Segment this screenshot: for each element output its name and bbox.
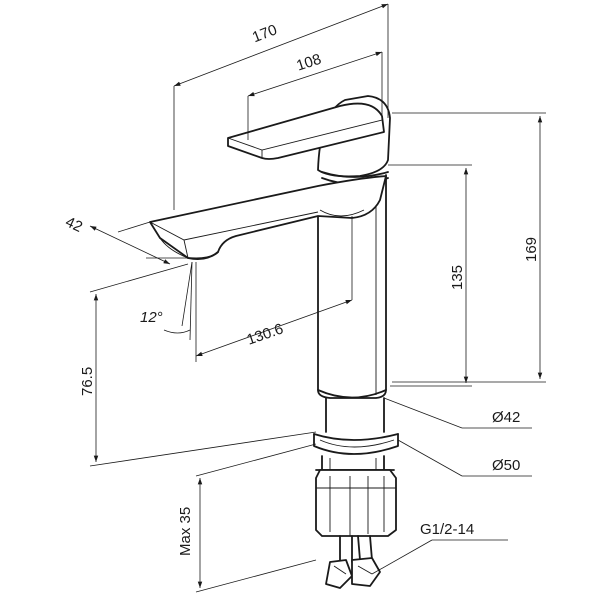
faucet-outline <box>149 95 399 589</box>
dim-body-height: 135 <box>449 265 466 290</box>
dim-max-deck-thickness: Max 35 <box>177 507 194 556</box>
dim-spout-reach: 130.6 <box>245 320 286 348</box>
dim-overall-length: 170 <box>250 21 279 46</box>
dim-body-diameter: Ø42 <box>492 409 520 426</box>
dim-connection-thread: G1/2-14 <box>420 521 474 538</box>
dim-handle-length: 108 <box>294 51 323 75</box>
dim-spout-angle: 12° <box>140 309 163 326</box>
dim-spout-width: 42 <box>63 213 85 235</box>
dim-outlet-height: 76.5 <box>79 367 96 396</box>
dim-base-diameter: Ø50 <box>492 457 520 474</box>
dim-total-height: 169 <box>523 237 540 262</box>
dimension-lines <box>89 3 546 593</box>
